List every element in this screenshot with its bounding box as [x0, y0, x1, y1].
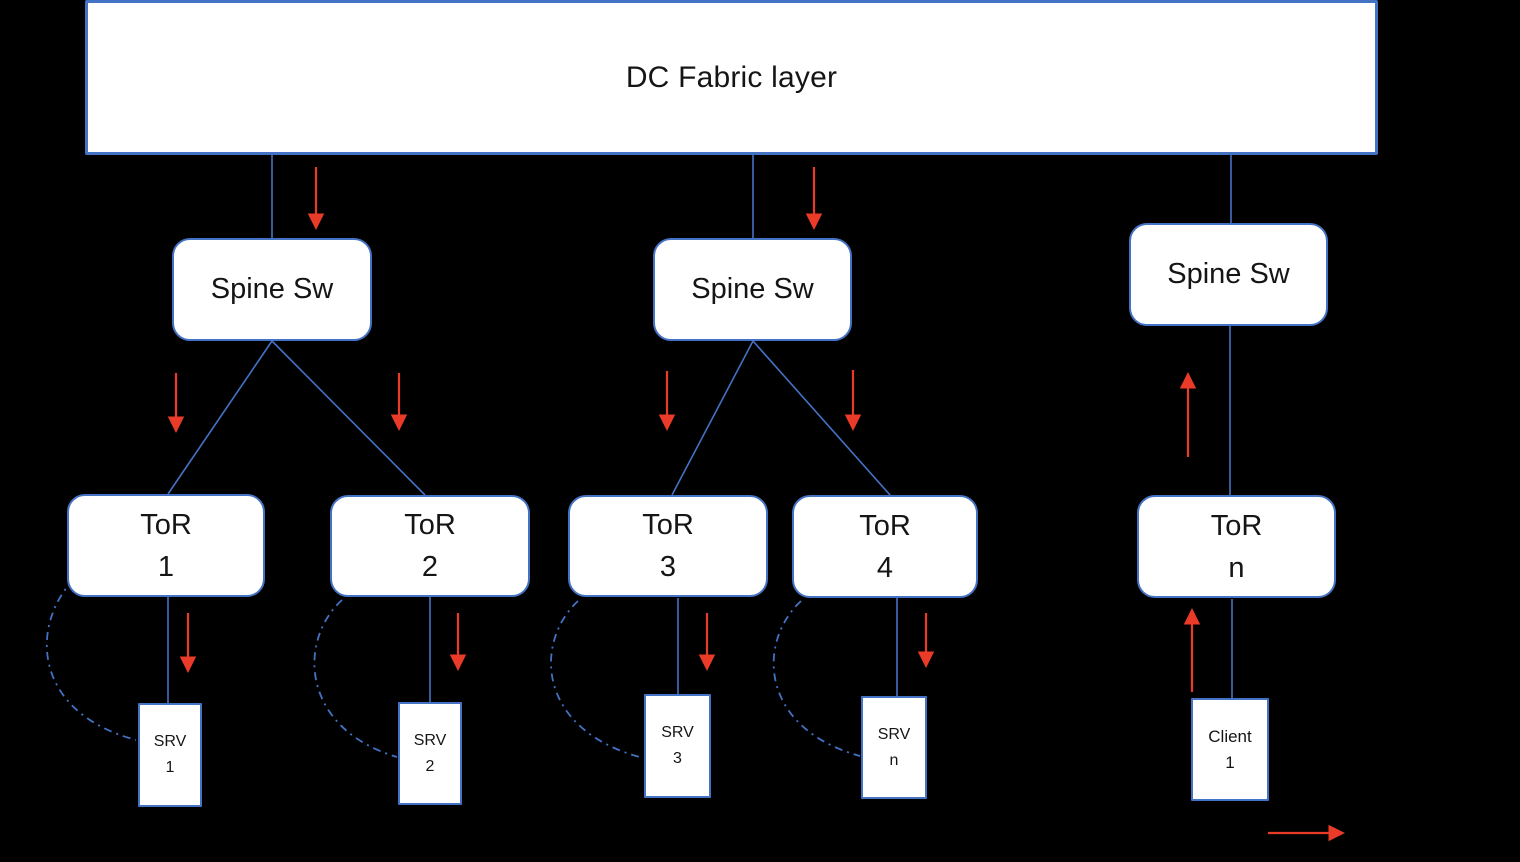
tor-switch-3-id: 3: [659, 551, 677, 583]
tor-switch-3: ToR 3: [568, 495, 768, 597]
tor-switch-4-id: 4: [876, 551, 894, 584]
server-1: SRV 1: [138, 703, 202, 807]
spine-switch-2-label: Spine Sw: [691, 273, 814, 305]
tor-switch-n-name: ToR: [1210, 509, 1263, 542]
tor-switch-4: ToR 4: [792, 495, 978, 598]
client-1: Client 1: [1191, 698, 1269, 801]
upstream-traffic-arrows: [1179, 372, 1201, 692]
client-1-id: 1: [1225, 752, 1235, 772]
spine-switch-3-label: Spine Sw: [1167, 258, 1290, 290]
tor-switch-1: ToR 1: [67, 494, 265, 597]
server-2-id: 2: [425, 757, 435, 775]
tor-to-server-links: [167, 597, 1233, 708]
server-3: SRV 3: [644, 694, 711, 798]
fabric-to-spine-links: [271, 155, 1232, 238]
spine-switch-1: Spine Sw: [172, 238, 372, 341]
tor-loopback-curves: [46, 578, 861, 759]
server-1-id: 1: [165, 759, 175, 776]
spine-to-tor-links: [167, 326, 1231, 496]
server-2: SRV 2: [398, 702, 462, 805]
tor-switch-1-id: 1: [157, 550, 175, 583]
dc-fabric-layer-label: DC Fabric layer: [625, 60, 838, 94]
tor-switch-3-name: ToR: [642, 509, 694, 541]
tor-switch-2-name: ToR: [404, 509, 456, 541]
tor-switch-2-id: 2: [421, 551, 439, 583]
server-n-id: n: [889, 751, 899, 769]
tor-switch-n: ToR n: [1137, 495, 1336, 598]
server-1-name: SRV: [153, 733, 187, 750]
tor-switch-2: ToR 2: [330, 495, 530, 597]
server-3-name: SRV: [661, 724, 694, 741]
dc-fabric-layer-box: DC Fabric layer: [85, 0, 1378, 155]
client-1-name: Client: [1208, 726, 1252, 746]
spine-switch-3: Spine Sw: [1129, 223, 1328, 326]
server-n-name: SRV: [877, 725, 911, 743]
tor-switch-4-name: ToR: [859, 509, 911, 542]
server-n: SRV n: [861, 696, 927, 799]
server-3-id: 3: [673, 750, 682, 767]
spine-switch-2: Spine Sw: [653, 238, 852, 341]
tor-switch-n-id: n: [1228, 551, 1245, 584]
downstream-traffic-arrows: [167, 167, 935, 673]
spine-switch-1-label: Spine Sw: [210, 273, 334, 305]
server-2-name: SRV: [413, 731, 447, 749]
tor-switch-1-name: ToR: [140, 508, 192, 541]
